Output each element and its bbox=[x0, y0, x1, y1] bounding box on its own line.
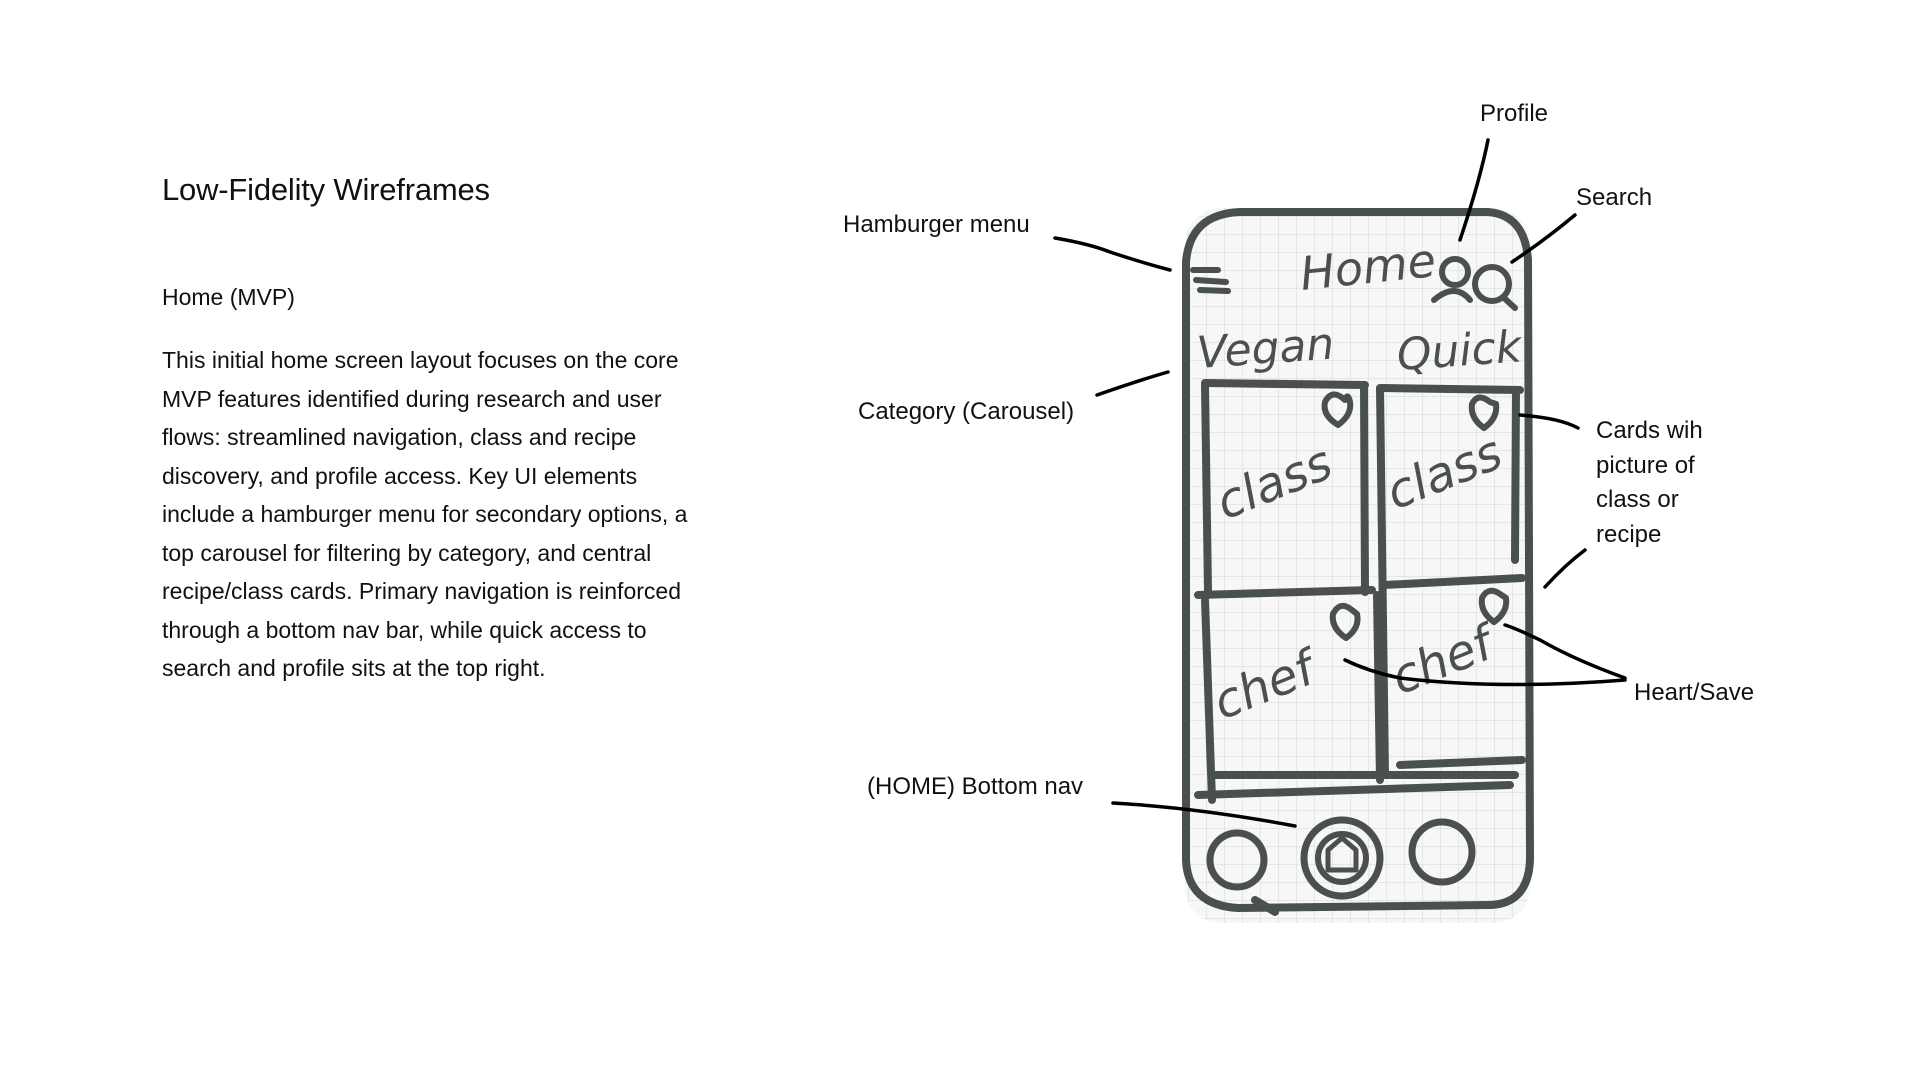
heart-icon bbox=[1321, 391, 1354, 428]
page-title: Low-Fidelity Wireframes bbox=[162, 172, 490, 207]
annotation-profile: Profile bbox=[1480, 100, 1549, 127]
heart-icon bbox=[1478, 587, 1510, 625]
annotation-bottom-nav: (HOME) Bottom nav bbox=[867, 773, 1084, 800]
annotation-cards-line: picture of bbox=[1596, 451, 1695, 479]
profile-leader bbox=[1458, 138, 1490, 242]
category-leader bbox=[1095, 370, 1170, 397]
search-icon bbox=[1472, 264, 1518, 311]
annotation-cards-line: recipe bbox=[1596, 520, 1662, 548]
hamburger-leader bbox=[1053, 236, 1172, 272]
search-leader bbox=[1510, 213, 1577, 264]
heart-icon bbox=[1329, 602, 1361, 641]
profile-icon bbox=[1431, 256, 1473, 303]
nav-circle-icon bbox=[1408, 818, 1476, 886]
sketch-category-quick: Quick bbox=[1395, 321, 1524, 381]
annotation-search: Search bbox=[1576, 184, 1653, 211]
card-grid bbox=[1194, 379, 1526, 804]
section-title: Home (MVP) bbox=[162, 284, 295, 310]
annotation-leaders bbox=[1053, 138, 1627, 828]
home-icon bbox=[1300, 816, 1384, 900]
hamburger-icon bbox=[1190, 267, 1231, 294]
annotation-cards-line: class or bbox=[1596, 486, 1679, 513]
annotation-hamburger-menu: Hamburger menu bbox=[843, 211, 1030, 238]
heart-icon bbox=[1468, 394, 1500, 431]
phone-outline bbox=[1182, 208, 1534, 912]
annotation-category-carousel: Category (Carousel) bbox=[858, 398, 1075, 425]
bottom-nav-leader bbox=[1111, 801, 1297, 828]
heart-leader-1 bbox=[1343, 658, 1627, 687]
cards-leader-bottom bbox=[1543, 548, 1587, 589]
nav-circle-icon bbox=[1206, 829, 1268, 891]
home-indicator bbox=[1251, 896, 1279, 916]
sketch-category-vegan: Vegan bbox=[1195, 319, 1336, 379]
description-paragraph: This initial home screen layout focuses … bbox=[162, 347, 688, 681]
bottom-nav bbox=[1206, 816, 1476, 900]
annotation-cards-line: Cards wih bbox=[1596, 417, 1703, 444]
annotation-heart-save: Heart/Save bbox=[1634, 679, 1755, 706]
heart-leader-2 bbox=[1503, 623, 1627, 680]
annotation-cards: Cards wih picture of class or recipe bbox=[1596, 414, 1703, 552]
cards-leader-top bbox=[1518, 413, 1580, 430]
